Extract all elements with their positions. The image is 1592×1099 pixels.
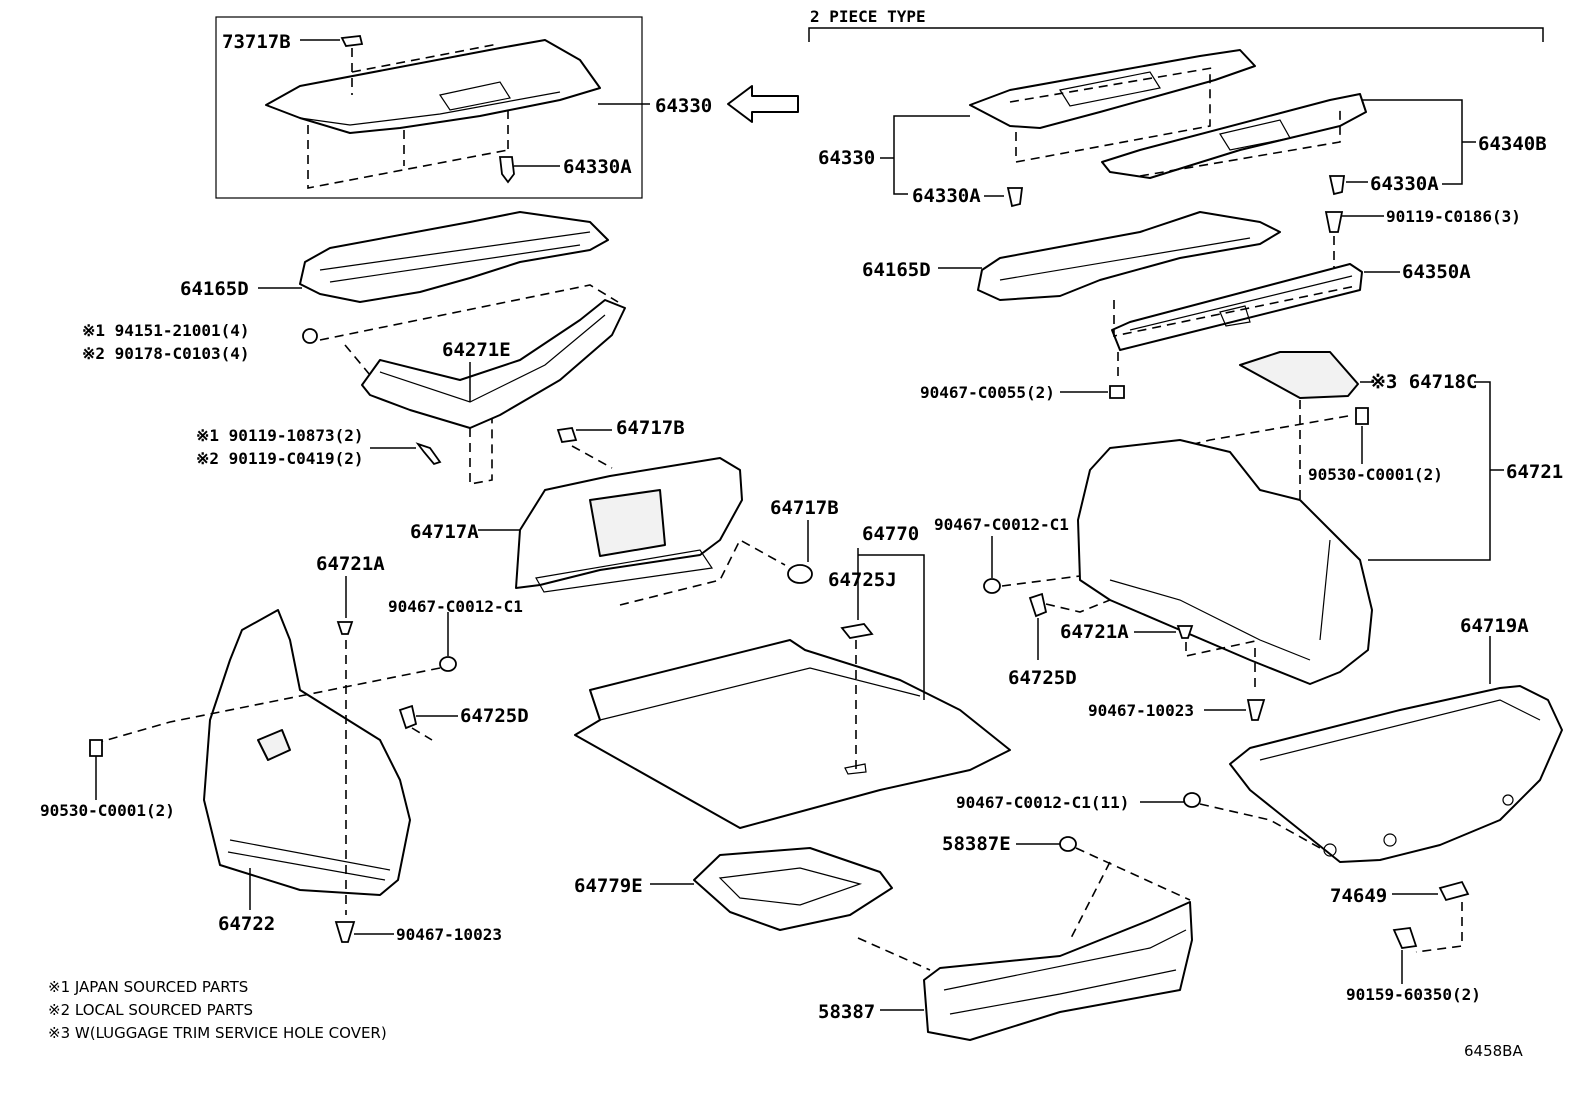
label-94151: ※1 94151-21001(4) (82, 321, 250, 340)
label-64350A: 64350A (1402, 261, 1471, 283)
label-90119-C0186: 90119-C0186(3) (1386, 207, 1521, 226)
label-58387: 58387 (818, 1001, 875, 1023)
label-90467-C0012-11: 90467-C0012-C1(11) (956, 793, 1129, 812)
panel-64330-left (265, 39, 601, 134)
label-90119-C0419: ※2 90119-C0419(2) (196, 449, 364, 468)
label-90467-C0055: 90467-C0055(2) (920, 383, 1055, 402)
label-90119-10873: ※1 90119-10873(2) (196, 426, 364, 445)
label-90178: ※2 90178-C0103(4) (82, 344, 250, 363)
label-64718C: ※3 64718C (1370, 371, 1477, 393)
stopper-74649 (1438, 880, 1470, 902)
panel-64340B (1101, 93, 1367, 179)
nut-90467-C0055 (1109, 385, 1125, 399)
label-90467-10023-left: 90467-10023 (396, 925, 502, 944)
label-64165D-left: 64165D (180, 278, 249, 300)
label-64721A-right: 64721A (1060, 621, 1129, 643)
label-64725D-right: 64725D (1008, 667, 1077, 689)
note-japan-sourced: ※1 JAPAN SOURCED PARTS (48, 978, 248, 996)
label-64330-left: 64330 (655, 95, 712, 117)
clip-90467-C0012-right (983, 578, 1001, 594)
note-service-hole-cover: ※3 W(LUGGAGE TRIM SERVICE HOLE COVER) (48, 1024, 387, 1042)
clip-64725J (840, 623, 874, 639)
label-64340B: 64340B (1478, 133, 1547, 155)
screw-90159 (1392, 927, 1418, 949)
label-64330A-r2: 64330A (1370, 173, 1439, 195)
label-74649: 74649 (1330, 885, 1387, 907)
label-64779E: 64779E (574, 875, 643, 897)
label-90467-C0012-right: 90467-C0012-C1 (934, 515, 1069, 534)
label-90159: 90159-60350(2) (1346, 985, 1481, 1004)
label-58387E: 58387E (942, 833, 1011, 855)
label-90467-C0012-left: 90467-C0012-C1 (388, 597, 523, 616)
label-64717A: 64717A (410, 521, 479, 543)
note-local-sourced: ※2 LOCAL SOURCED PARTS (48, 1001, 253, 1019)
panel-64330-right (969, 49, 1256, 129)
side-trim-64721 (1077, 439, 1373, 685)
clip-64330A-r2 (1328, 175, 1346, 196)
cover-64718C (1239, 351, 1359, 399)
label-90530-right: 90530-C0001(2) (1308, 465, 1443, 484)
label-64725J: 64725J (828, 569, 897, 591)
label-90530-left: 90530-C0001(2) (40, 801, 175, 820)
label-64721A-left: 64721A (316, 553, 385, 575)
bolt-94151 (302, 328, 318, 344)
clip-64717B-top (556, 427, 578, 443)
label-64165D-right: 64165D (862, 259, 931, 281)
lid-trim-64719A (1229, 685, 1563, 863)
label-64330A-r1: 64330A (912, 185, 981, 207)
arrow-icon (727, 85, 799, 123)
screw-90119-left (415, 442, 442, 466)
tray-64779E (693, 847, 893, 931)
clip-64725D-right (1028, 592, 1048, 618)
seal-64717A (515, 457, 743, 593)
label-64717B-top: 64717B (616, 417, 685, 439)
left-group-box (215, 16, 643, 199)
clip-73717B (340, 35, 364, 47)
frame-64271E (361, 299, 626, 429)
clip-64725D-left (398, 704, 418, 730)
panel-64165D-right (977, 211, 1281, 301)
scuff-plate-58387 (923, 901, 1193, 1041)
clip-58387E (1059, 836, 1077, 852)
label-64330-right: 64330 (818, 147, 875, 169)
label-64717B-right: 64717B (770, 497, 839, 519)
label-73717B: 73717B (222, 31, 291, 53)
panel-64165D-left (299, 211, 609, 303)
label-2-piece-type: 2 PIECE TYPE (810, 7, 926, 26)
label-64770: 64770 (862, 523, 919, 545)
clip-90530-left (89, 739, 103, 757)
grommet-64717B-right (787, 564, 813, 584)
label-64330A-left: 64330A (563, 156, 632, 178)
label-90467-10023-right: 90467-10023 (1088, 701, 1194, 720)
label-64722: 64722 (218, 913, 275, 935)
rail-64350A (1111, 263, 1363, 351)
label-64719A: 64719A (1460, 615, 1529, 637)
clip-90467-10023-left (334, 921, 356, 943)
clip-90467-10023-right (1246, 699, 1266, 721)
clip-64330A-r1 (1006, 187, 1024, 208)
label-64725D-left: 64725D (460, 705, 529, 727)
clip-64721A-right (1176, 625, 1194, 639)
diagram-code: 6458BA (1464, 1042, 1523, 1060)
screw-90119-C0186 (1324, 211, 1344, 233)
mat-64770 (574, 639, 1011, 829)
clip-90467-C0012-11 (1183, 792, 1201, 808)
side-trim-64722 (203, 609, 411, 896)
clip-64721A-left (336, 621, 354, 635)
clip-64330A-left (498, 156, 515, 184)
clip-90467-C0012-left (439, 656, 457, 672)
label-64721: 64721 (1506, 461, 1563, 483)
clip-90530-right (1355, 407, 1369, 425)
label-64271E: 64271E (442, 339, 511, 361)
